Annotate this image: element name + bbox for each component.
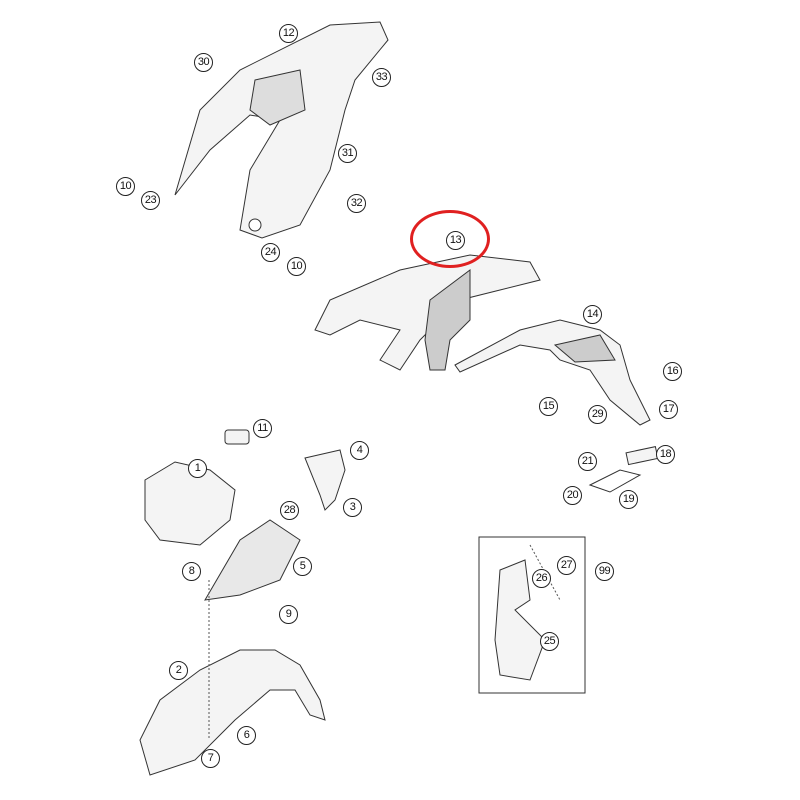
part-headlight-mask bbox=[144, 461, 236, 546]
part-rear-fender bbox=[454, 319, 651, 426]
callout-24[interactable]: 24 bbox=[261, 243, 280, 262]
callout-4[interactable]: 4 bbox=[350, 441, 369, 460]
part-rear-tail bbox=[174, 21, 389, 239]
callout-8[interactable]: 8 bbox=[182, 562, 201, 581]
callout-17[interactable]: 17 bbox=[659, 400, 678, 419]
callout-29[interactable]: 29 bbox=[588, 405, 607, 424]
part-number-plate bbox=[204, 519, 301, 601]
part-side-panels bbox=[314, 254, 541, 371]
callout-30[interactable]: 30 bbox=[194, 53, 213, 72]
callout-23[interactable]: 23 bbox=[141, 191, 160, 210]
callout-18[interactable]: 18 bbox=[656, 445, 675, 464]
callout-19[interactable]: 19 bbox=[619, 490, 638, 509]
callout-1[interactable]: 1 bbox=[188, 459, 207, 478]
callout-7[interactable]: 7 bbox=[201, 749, 220, 768]
callout-31[interactable]: 31 bbox=[338, 144, 357, 163]
callout-32[interactable]: 32 bbox=[347, 194, 366, 213]
callout-20[interactable]: 20 bbox=[563, 486, 582, 505]
part-bracket-11 bbox=[224, 429, 250, 445]
callout-9[interactable]: 9 bbox=[279, 605, 298, 624]
callout-5[interactable]: 5 bbox=[293, 557, 312, 576]
callout-6[interactable]: 6 bbox=[237, 726, 256, 745]
part-holder-3 bbox=[304, 449, 346, 511]
kit-99-box bbox=[478, 536, 586, 694]
callout-21[interactable]: 21 bbox=[578, 452, 597, 471]
callout-25[interactable]: 25 bbox=[540, 632, 559, 651]
highlight-ring-part-13 bbox=[410, 210, 490, 268]
callout-14[interactable]: 14 bbox=[583, 305, 602, 324]
callout-13[interactable]: 13 bbox=[446, 231, 465, 250]
callout-99[interactable]: 99 bbox=[595, 562, 614, 581]
callout-3[interactable]: 3 bbox=[343, 498, 362, 517]
leader-lines bbox=[208, 544, 561, 740]
callout-15[interactable]: 15 bbox=[539, 397, 558, 416]
callout-33[interactable]: 33 bbox=[372, 68, 391, 87]
callout-26[interactable]: 26 bbox=[532, 569, 551, 588]
part-bracket bbox=[588, 469, 642, 493]
callout-2[interactable]: 2 bbox=[169, 661, 188, 680]
callout-16[interactable]: 16 bbox=[663, 362, 682, 381]
callout-11[interactable]: 11 bbox=[253, 419, 272, 438]
part-front-fender bbox=[139, 649, 326, 776]
callout-10b[interactable]: 10 bbox=[287, 257, 306, 276]
callout-27[interactable]: 27 bbox=[557, 556, 576, 575]
callout-12[interactable]: 12 bbox=[279, 24, 298, 43]
callout-10[interactable]: 10 bbox=[116, 177, 135, 196]
part-reflector bbox=[625, 446, 659, 466]
callout-28[interactable]: 28 bbox=[280, 501, 299, 520]
